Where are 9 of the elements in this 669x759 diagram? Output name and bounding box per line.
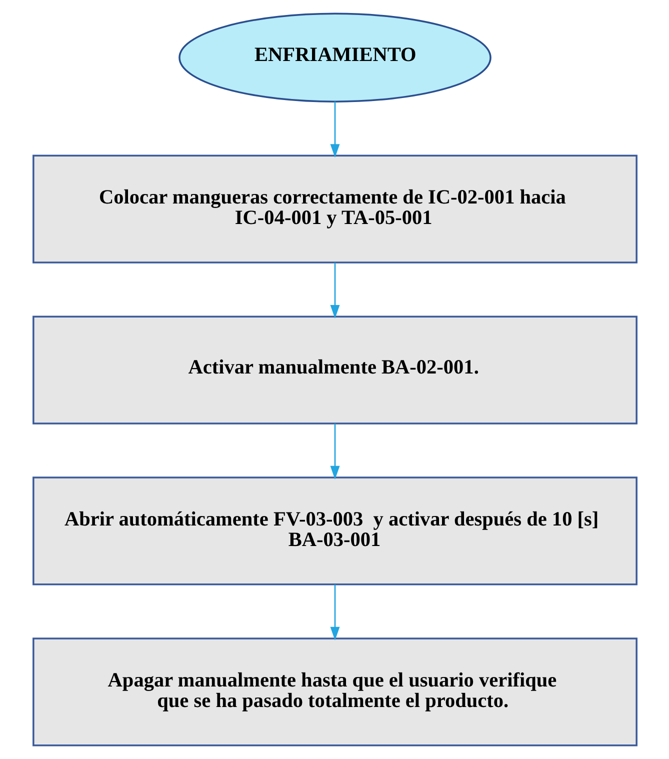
node-box: Abrir automáticamente FV-03-003 y activar después de 10 [s] BA-03-001: [32, 476, 637, 586]
node-ellipse: ENFRIAMIENTO: [178, 12, 491, 102]
arrow: [330, 584, 340, 640]
arrow: [330, 262, 340, 319]
arrow: [330, 424, 340, 480]
node-box: Activar manualmente BA-02-001.: [32, 316, 637, 424]
node-box: Apagar manualmente hasta que el usuario verifique que se ha pasado totalmente el producto.: [32, 638, 637, 746]
node-box: Colocar mangueras correctamente de IC-02-001 hacia IC-04-001 y TA-05-001: [32, 154, 637, 264]
arrow: [330, 102, 340, 158]
